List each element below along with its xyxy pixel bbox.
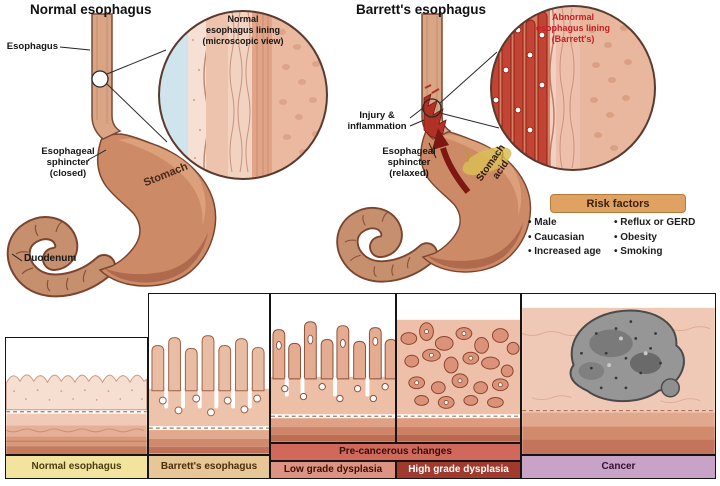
stage-label-normal: Normal esophagus (5, 455, 148, 479)
stage-label-cancer: Cancer (521, 455, 716, 479)
histology-panel-high-grade (396, 293, 521, 443)
leader-line (409, 119, 425, 127)
stage-label-high-grade: High grade dysplasia (396, 461, 521, 479)
leader-line (428, 142, 437, 159)
risk-factors-column-2: Reflux or GERD Obesity Smoking (614, 217, 695, 261)
leader-line (11, 253, 23, 262)
risk-factor-item: Male (528, 217, 601, 228)
risk-factor-item: Increased age (528, 246, 601, 257)
leader-line (59, 46, 91, 51)
reflux-arrow (440, 147, 471, 194)
risk-factors-title: Risk factors (550, 194, 686, 213)
stage-label-low-grade: Low grade dysplasia (270, 461, 396, 479)
esophagus-label: Esophagus (6, 41, 58, 52)
precancerous-header: Pre-cancerous changes (270, 443, 521, 461)
right-sphincter-label: Esophageal sphincter (relaxed) (382, 146, 436, 180)
risk-factor-item: Smoking (614, 246, 695, 257)
magnifier-source-circle-left (91, 70, 109, 88)
leader-line (409, 107, 424, 119)
risk-factor-item: Caucasian (528, 232, 601, 243)
stage-label-barretts: Barrett's esophagus (148, 455, 270, 479)
right-anatomy (345, 13, 532, 277)
risk-factor-item: Obesity (614, 232, 695, 243)
left-anatomy (11, 13, 217, 291)
right-inset-caption: Abnormal esophagus lining (Barrett's) (535, 12, 610, 44)
left-inset-caption: Normal esophagus lining (microscopic vie… (202, 14, 284, 46)
histology-panel-barretts (148, 293, 270, 455)
anatomy-illustration (0, 5, 656, 300)
leader-line (87, 149, 107, 161)
left-inset-circle (158, 10, 328, 180)
right-figure-title: Barrett's esophagus (356, 2, 486, 17)
stomach-acid-pool (462, 146, 512, 176)
duodenum-label: Duodenum (24, 253, 77, 264)
histology-panel-normal (5, 337, 148, 455)
risk-factor-item: Reflux or GERD (614, 217, 695, 228)
left-sphincter-label: Esophageal sphincter (closed) (41, 146, 95, 180)
left-figure-title: Normal esophagus (30, 2, 152, 17)
histology-panel-low-grade (270, 293, 396, 443)
histology-panel-cancer (521, 293, 716, 455)
injury-label: Injury & inflammation (347, 110, 407, 133)
risk-factors-column-1: Male Caucasian Increased age (528, 217, 601, 261)
